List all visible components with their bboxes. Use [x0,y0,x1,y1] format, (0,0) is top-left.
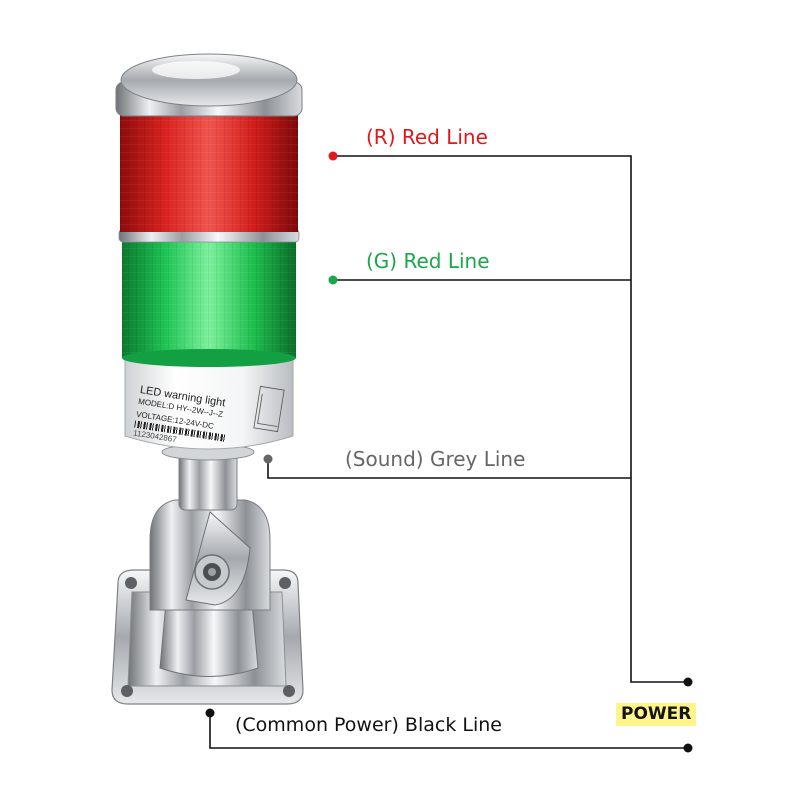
chrome-cap [115,53,303,117]
mounting-base [111,499,304,705]
red-line-label: (R) Red Line [366,125,488,149]
lamp-neck [161,443,255,511]
power-label: POWER [616,703,697,726]
green-line-label: (G) Red Line [366,249,490,273]
wire-terminals [205,151,693,753]
red-lamp-tier [120,112,298,232]
common-power-line-label: (Common Power) Black Line [235,714,502,736]
wiring [209,155,688,749]
sound-line-label: (Sound) Grey Line [345,447,526,471]
green-lamp-tier [118,228,300,367]
